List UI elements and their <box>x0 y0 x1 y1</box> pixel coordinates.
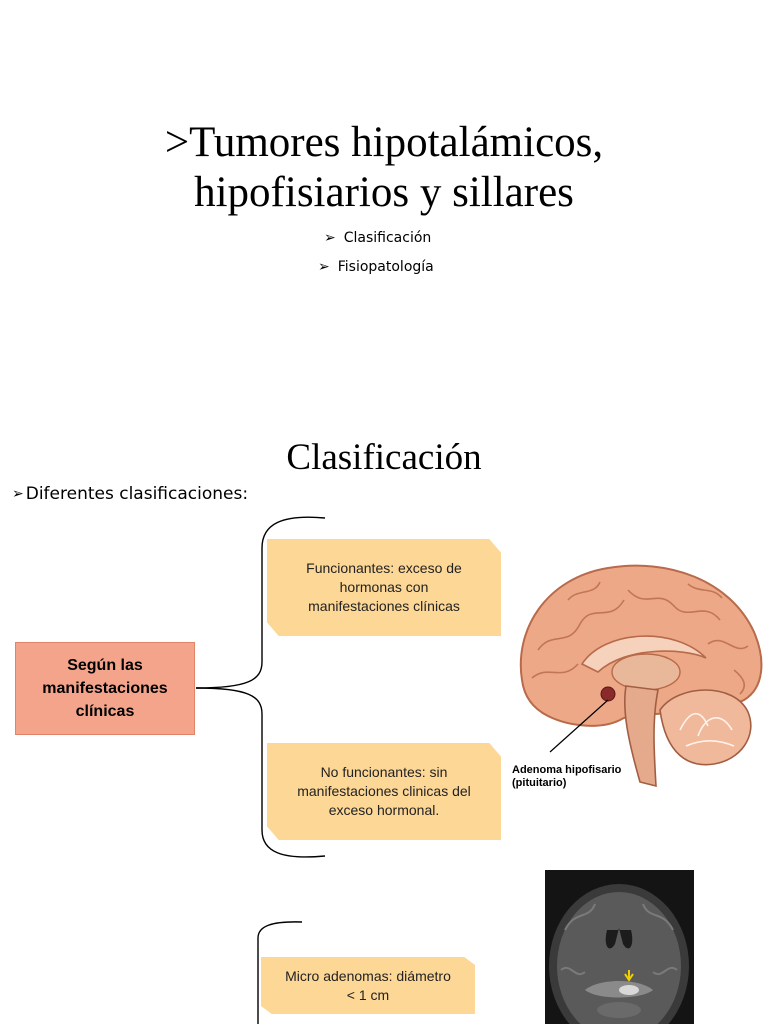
bullet-label: Fisiopatología <box>337 259 434 275</box>
option-box-micro-adenomas: Micro adenomas: diámetro < 1 cm <box>261 957 475 1014</box>
nofunc-line3: exceso hormonal. <box>328 802 440 818</box>
brace-lower <box>195 687 326 858</box>
slide1-bullet-clasificacion: ➢ Clasificación <box>324 230 431 246</box>
category-box-manifestaciones-clinicas: Según las manifestaciones clínicas <box>15 642 195 735</box>
mri-icon <box>545 870 694 1029</box>
mri-scan-image <box>545 870 694 1029</box>
nofunc-line1: No funcionantes: sin <box>320 764 448 780</box>
brain-illustration <box>508 560 768 792</box>
nofunc-line2: manifestaciones clinicas del <box>297 783 471 799</box>
slide1-title: >Tumores hipotalámicos, hipofisiarios y … <box>0 118 768 218</box>
brain-caption-line2: (pituitario) <box>512 777 567 789</box>
slide1-bullet-fisiopatologia: ➢ Fisiopatología <box>318 259 434 275</box>
func-line1: Funcionantes: exceso de <box>306 560 462 576</box>
micro-line1: Micro adenomas: diámetro <box>285 967 451 984</box>
brain-caption: Adenoma hipofisario (pituitario) <box>512 764 621 790</box>
slide2-title: Clasificación <box>286 437 482 478</box>
brace-micro <box>257 921 303 1024</box>
slide2-main-bullet: ➢ Diferentes clasificaciones: <box>12 484 248 504</box>
slide1-title-line2: hipofisiarios y sillares <box>194 169 574 216</box>
func-line2: hormonas con <box>339 579 429 595</box>
bullet-label: Clasificación <box>343 230 432 246</box>
category-line2: manifestaciones <box>42 680 168 697</box>
category-line1: Según las <box>67 657 143 674</box>
main-bullet-label: Diferentes clasificaciones: <box>25 484 249 504</box>
option-box-funcionantes: Funcionantes: exceso de hormonas con man… <box>267 539 501 636</box>
brain-icon <box>519 564 763 788</box>
func-line3: manifestaciones clínicas <box>308 598 460 614</box>
arrowhead-bullet-icon: ➢ <box>12 486 24 502</box>
micro-line2: < 1 cm <box>346 986 390 1003</box>
category-line3: clínicas <box>75 703 135 720</box>
slide1-title-line1: >Tumores hipotalámicos, <box>164 119 604 166</box>
arrowhead-bullet-icon: ➢ <box>318 259 330 275</box>
brain-caption-line1: Adenoma hipofisario <box>512 764 622 776</box>
brace-upper <box>195 516 326 689</box>
arrowhead-bullet-icon: ➢ <box>324 230 336 246</box>
option-box-no-funcionantes: No funcionantes: sin manifestaciones cli… <box>267 743 501 840</box>
